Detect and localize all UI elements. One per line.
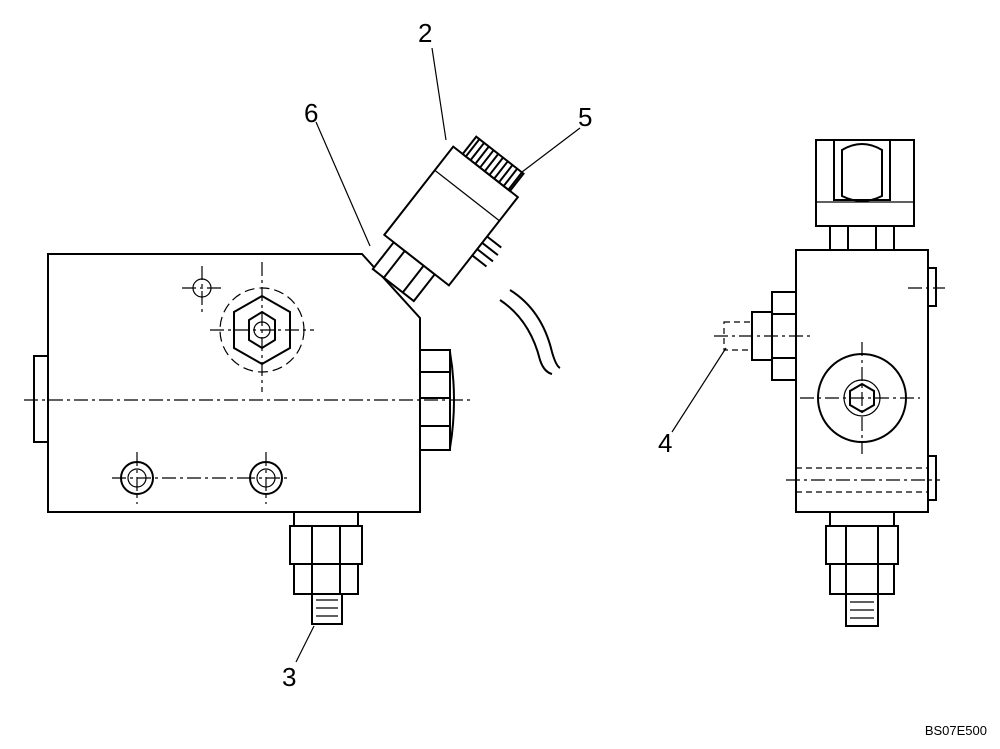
cable-strain-relief: [471, 235, 502, 268]
leader-lines: [295, 47, 727, 663]
valve-body-end-view: [714, 139, 945, 627]
cable: [499, 299, 553, 375]
callout-5: 5: [578, 102, 592, 132]
bottom-fitting: [289, 511, 363, 625]
valve-body-side-view: [24, 253, 470, 625]
side-fitting-end: [714, 291, 812, 381]
mounting-hole-1: [112, 452, 162, 504]
reference-code: BS07E500: [925, 723, 987, 738]
adjuster-port: [210, 262, 314, 392]
bottom-fitting-end: [825, 511, 899, 627]
mounting-hole-2: [241, 452, 291, 504]
callout-3: 3: [282, 662, 296, 692]
port-small: [182, 266, 222, 312]
callout-4: 4: [658, 428, 672, 458]
end-port: [800, 342, 920, 454]
valve-block: [47, 253, 421, 513]
callout-2: 2: [418, 18, 432, 48]
end-plug: [33, 355, 49, 443]
callout-6: 6: [304, 98, 318, 128]
pressure-switch: [371, 135, 525, 303]
